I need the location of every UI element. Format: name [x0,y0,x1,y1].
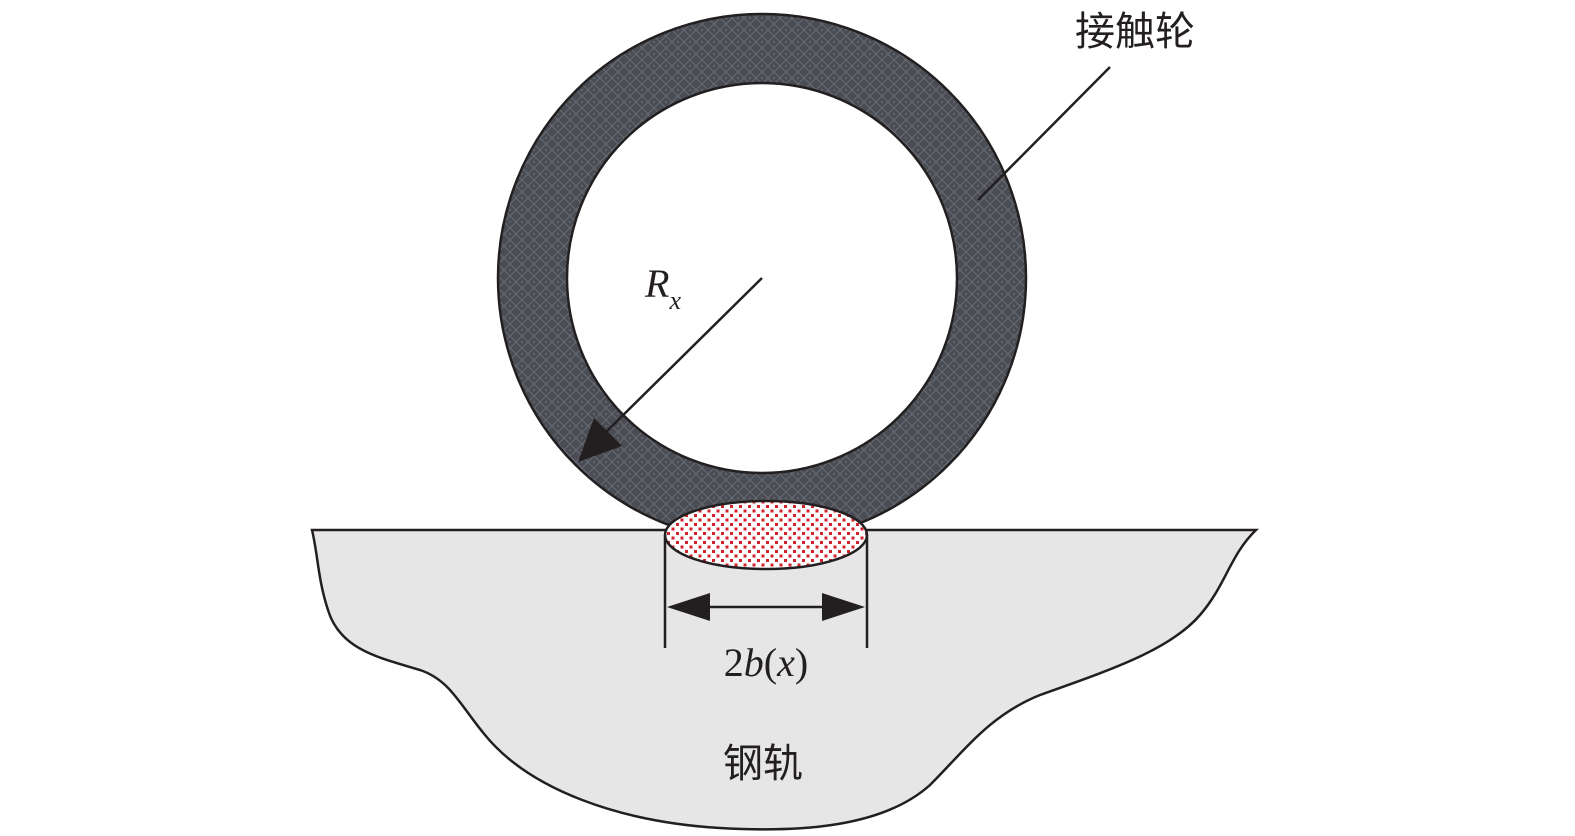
radius-subscript: x [668,286,681,315]
dimension-arrowhead-left [667,593,710,621]
radius-arrowhead [578,418,622,462]
radius-label: Rx [644,261,681,315]
width-label: 2b(x) [724,640,808,685]
wheel-leader-line [977,66,1111,201]
rail-label: 钢轨 [723,741,803,787]
dimension-arrowhead-right [822,593,865,621]
width-x: x [776,640,795,685]
rail-body [310,528,1260,831]
width-paren-close: ) [795,640,808,685]
width-paren-open: ( [764,640,777,685]
radius-line [605,277,763,433]
contact-patch [663,499,869,571]
wheel-label: 接触轮 [1075,9,1195,55]
width-coef: 2 [724,640,744,685]
width-b: b [744,640,764,685]
radius-symbol: R [644,261,669,306]
